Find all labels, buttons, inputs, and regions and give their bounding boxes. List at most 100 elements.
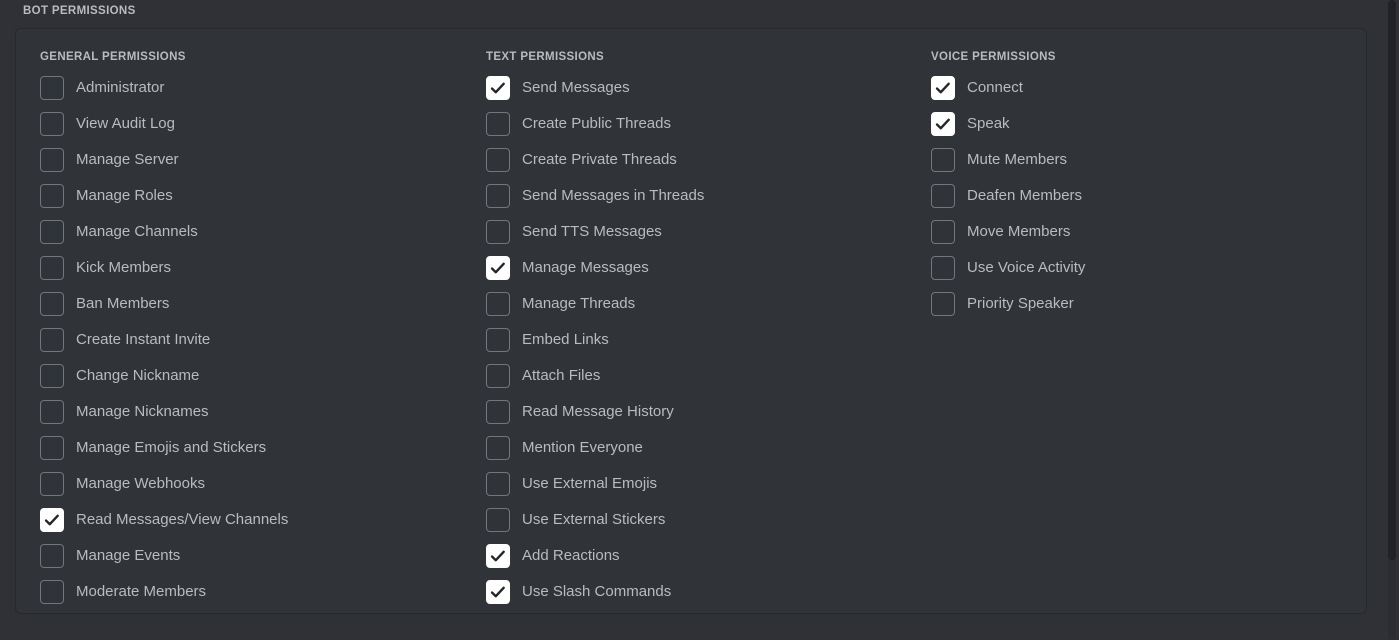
checkbox-unchecked[interactable] <box>40 436 64 460</box>
permission-row[interactable]: Ban Members <box>40 292 460 316</box>
permission-row[interactable]: Priority Speaker <box>931 292 1351 316</box>
checkbox-unchecked[interactable] <box>40 580 64 604</box>
checkbox-unchecked[interactable] <box>486 112 510 136</box>
check-icon <box>487 77 509 99</box>
permission-row[interactable]: Manage Roles <box>40 184 460 208</box>
permission-label: Read Messages/View Channels <box>76 511 289 528</box>
permission-row[interactable]: Send TTS Messages <box>486 220 906 244</box>
permission-label: Change Nickname <box>76 367 200 384</box>
checkbox-unchecked[interactable] <box>931 184 955 208</box>
permission-label: Manage Server <box>76 151 179 168</box>
permission-row[interactable]: Send Messages <box>486 76 906 100</box>
permission-row[interactable]: Send Messages in Threads <box>486 184 906 208</box>
check-icon <box>487 257 509 279</box>
permission-row[interactable]: Kick Members <box>40 256 460 280</box>
checkbox-unchecked[interactable] <box>486 436 510 460</box>
permission-label: Manage Threads <box>522 295 636 312</box>
checkbox-unchecked[interactable] <box>931 292 955 316</box>
permission-label: Create Private Threads <box>522 151 677 168</box>
checkbox-unchecked[interactable] <box>931 148 955 172</box>
permission-row[interactable]: Embed Links <box>486 328 906 352</box>
permission-row[interactable]: Speak <box>931 112 1351 136</box>
page-scrollbar-thumb[interactable] <box>1388 0 1396 560</box>
checkbox-unchecked[interactable] <box>486 508 510 532</box>
page-scrollbar-track[interactable] <box>1388 0 1396 640</box>
checkbox-unchecked[interactable] <box>40 292 64 316</box>
permission-row[interactable]: Add Reactions <box>486 544 906 568</box>
permission-row[interactable]: Administrator <box>40 76 460 100</box>
permission-label: Speak <box>967 115 1010 132</box>
checkbox-unchecked[interactable] <box>40 328 64 352</box>
checkbox-unchecked[interactable] <box>486 184 510 208</box>
checkbox-unchecked[interactable] <box>486 220 510 244</box>
permission-row[interactable]: Deafen Members <box>931 184 1351 208</box>
checkbox-checked[interactable] <box>931 76 955 100</box>
checkbox-unchecked[interactable] <box>486 292 510 316</box>
permission-row[interactable]: Moderate Members <box>40 580 460 604</box>
checkbox-unchecked[interactable] <box>40 544 64 568</box>
permission-row[interactable]: Use External Stickers <box>486 508 906 532</box>
permission-label: Use Voice Activity <box>967 259 1086 276</box>
permission-row[interactable]: Manage Threads <box>486 292 906 316</box>
checkbox-checked[interactable] <box>931 112 955 136</box>
checkbox-unchecked[interactable] <box>40 364 64 388</box>
permission-row[interactable]: Create Instant Invite <box>40 328 460 352</box>
permission-row[interactable]: Manage Events <box>40 544 460 568</box>
checkbox-checked[interactable] <box>486 256 510 280</box>
checkbox-unchecked[interactable] <box>931 256 955 280</box>
permission-row[interactable]: View Audit Log <box>40 112 460 136</box>
checkbox-checked[interactable] <box>486 580 510 604</box>
checkbox-unchecked[interactable] <box>40 76 64 100</box>
permission-row[interactable]: Move Members <box>931 220 1351 244</box>
checkbox-unchecked[interactable] <box>40 256 64 280</box>
check-icon <box>41 509 63 531</box>
checkbox-unchecked[interactable] <box>40 148 64 172</box>
permission-label: Manage Channels <box>76 223 198 240</box>
permission-row[interactable]: Connect <box>931 76 1351 100</box>
checkbox-unchecked[interactable] <box>486 472 510 496</box>
permission-row[interactable]: Manage Webhooks <box>40 472 460 496</box>
checkbox-unchecked[interactable] <box>931 220 955 244</box>
permission-row[interactable]: Manage Nicknames <box>40 400 460 424</box>
permission-label: Manage Events <box>76 547 181 564</box>
check-icon <box>932 113 954 135</box>
section-label: BOT PERMISSIONS <box>23 5 136 17</box>
permission-row[interactable]: Manage Messages <box>486 256 906 280</box>
checkbox-unchecked[interactable] <box>486 148 510 172</box>
checkbox-checked[interactable] <box>486 76 510 100</box>
permission-row[interactable]: Use Voice Activity <box>931 256 1351 280</box>
permission-row[interactable]: Mention Everyone <box>486 436 906 460</box>
permission-label: Embed Links <box>522 331 609 348</box>
permission-row[interactable]: Attach Files <box>486 364 906 388</box>
checkbox-unchecked[interactable] <box>40 400 64 424</box>
checkbox-unchecked[interactable] <box>40 220 64 244</box>
checkbox-unchecked[interactable] <box>40 472 64 496</box>
permission-label: Send TTS Messages <box>522 223 662 240</box>
permission-row[interactable]: Create Public Threads <box>486 112 906 136</box>
checkbox-checked[interactable] <box>40 508 64 532</box>
checkbox-checked[interactable] <box>486 544 510 568</box>
checkbox-unchecked[interactable] <box>486 364 510 388</box>
checkbox-unchecked[interactable] <box>40 184 64 208</box>
permission-label: Mention Everyone <box>522 439 643 456</box>
permission-row[interactable]: Manage Channels <box>40 220 460 244</box>
checkbox-unchecked[interactable] <box>486 328 510 352</box>
checkbox-unchecked[interactable] <box>40 112 64 136</box>
permission-row[interactable]: Change Nickname <box>40 364 460 388</box>
permission-label: Send Messages in Threads <box>522 187 705 204</box>
permission-row[interactable]: Use Slash Commands <box>486 580 906 604</box>
permission-row[interactable]: Create Private Threads <box>486 148 906 172</box>
checkbox-unchecked[interactable] <box>486 400 510 424</box>
permission-row[interactable]: Read Messages/View Channels <box>40 508 460 532</box>
permission-row[interactable]: Manage Emojis and Stickers <box>40 436 460 460</box>
permission-row[interactable]: Manage Server <box>40 148 460 172</box>
permission-row[interactable]: Read Message History <box>486 400 906 424</box>
permission-row[interactable]: Mute Members <box>931 148 1351 172</box>
permission-row[interactable]: Use External Emojis <box>486 472 906 496</box>
